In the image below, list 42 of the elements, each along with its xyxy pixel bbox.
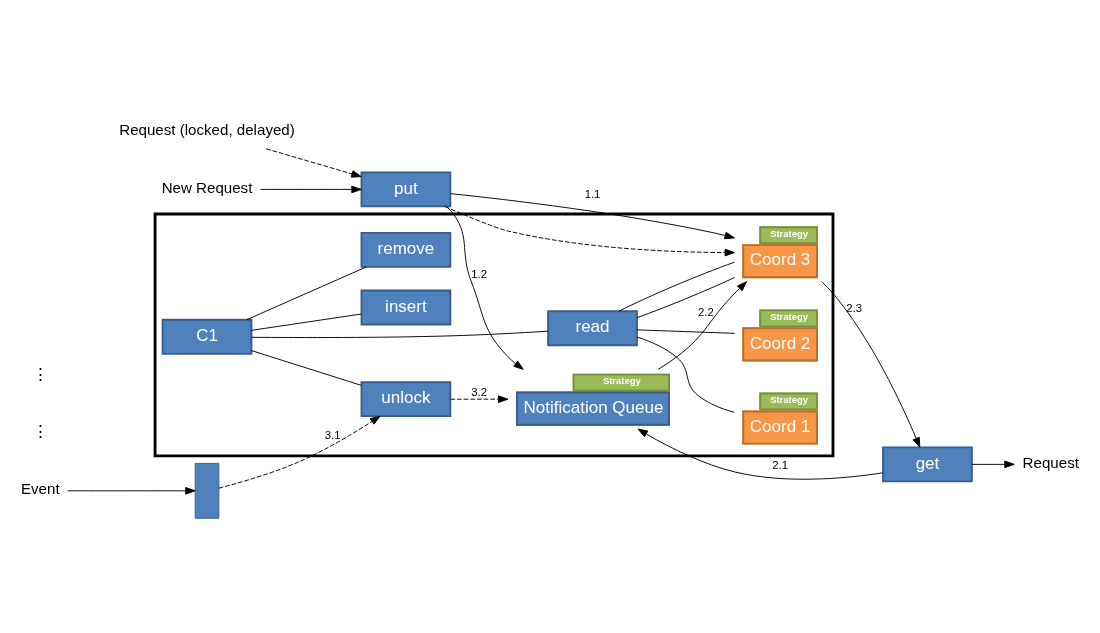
node-box: get — [882, 446, 973, 483]
arrow — [450, 395, 509, 403]
node-box: read — [547, 310, 638, 347]
edge-label: 1.2 — [471, 267, 488, 280]
node-box: remove — [360, 231, 452, 268]
connector — [636, 336, 735, 413]
arrow — [218, 415, 381, 489]
edge-label: 1.1 — [584, 187, 601, 200]
arrow — [446, 206, 524, 370]
connector — [618, 261, 735, 312]
connector — [636, 329, 736, 334]
edge-label: 2.1 — [772, 458, 788, 471]
arrow — [444, 206, 735, 257]
arrow — [657, 281, 748, 370]
node-text: Event — [20, 480, 60, 498]
node-box — [194, 462, 220, 519]
connector — [250, 350, 362, 386]
node-box: unlock — [360, 381, 452, 418]
node-box: put — [360, 171, 452, 208]
arrow — [821, 281, 921, 448]
label: ⋮ — [31, 422, 49, 442]
arrow — [260, 185, 362, 194]
label: ⋮ — [31, 364, 49, 384]
arrow — [637, 428, 884, 480]
connector — [250, 313, 362, 331]
edge-label: 3.1 — [324, 429, 341, 442]
connector — [251, 330, 549, 338]
node-box: C1 — [161, 318, 253, 355]
edge-label: 2.3 — [846, 301, 863, 314]
arrow — [265, 148, 362, 178]
arrow — [67, 487, 196, 495]
connector — [636, 277, 736, 319]
edge-label: 3.2 — [471, 385, 488, 398]
node-text: New Request — [161, 179, 253, 197]
node-text: Request (locked, delayed) — [119, 121, 295, 139]
arrow — [971, 460, 1015, 469]
cluster — [153, 212, 835, 458]
connector — [246, 266, 367, 321]
edge-label: 2.2 — [698, 305, 714, 318]
node-text: Request — [1022, 453, 1079, 471]
node-box: insert — [360, 289, 452, 326]
arrow — [449, 193, 735, 240]
